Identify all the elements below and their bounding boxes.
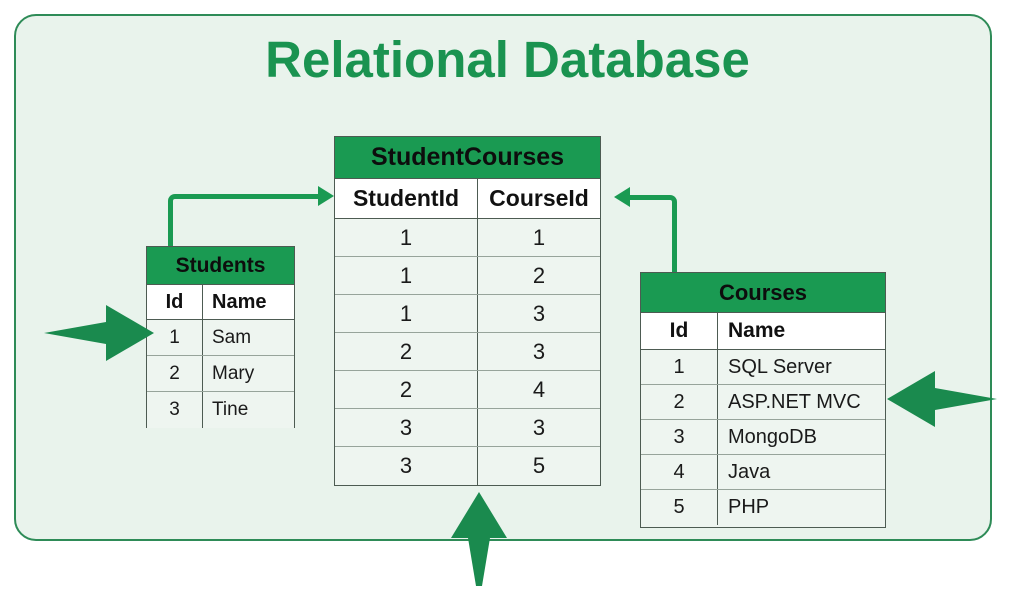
column-header-id: Id xyxy=(641,313,718,349)
cell-name: PHP xyxy=(728,496,770,518)
connector-vertical-segment xyxy=(672,206,677,274)
table-students-title: Students xyxy=(147,247,294,285)
page-title: Relational Database xyxy=(265,31,750,88)
table-studentcourses-header-row: StudentId CourseId xyxy=(335,179,600,219)
column-header-studentid: StudentId xyxy=(335,179,478,218)
callout-arrow-left-icon xyxy=(887,371,997,427)
cell-courseid: 4 xyxy=(532,376,546,402)
cell-courseid: 5 xyxy=(532,453,546,478)
table-row: 1 1 xyxy=(335,219,600,257)
cell-name: SQL Server xyxy=(728,355,832,378)
cell-id: 3 xyxy=(641,420,718,454)
table-row: 3 MongoDB xyxy=(641,420,885,455)
table-row: 2 Mary xyxy=(147,356,294,392)
cell-name: MongoDB xyxy=(728,425,817,448)
connector-corner xyxy=(663,195,677,209)
table-row: 2 ASP.NET MVC xyxy=(641,385,885,420)
cell-id: 4 xyxy=(641,455,718,489)
cell-courseid: 3 xyxy=(532,414,546,440)
cell-courseid: 3 xyxy=(532,300,546,326)
cell-id: 2 xyxy=(147,356,203,391)
cell-courseid: 2 xyxy=(532,262,546,288)
callout-arrow-right-icon xyxy=(44,305,154,361)
table-row: 3 5 xyxy=(335,447,600,485)
cell-name: Tine xyxy=(212,399,249,420)
connector-corner xyxy=(168,194,182,208)
cell-name: Mary xyxy=(212,362,255,384)
column-header-courseid: CourseId xyxy=(489,185,589,211)
callout-arrow-up-icon xyxy=(451,492,507,586)
table-row: 1 Sam xyxy=(147,320,294,356)
table-row: 1 3 xyxy=(335,295,600,333)
table-students: Students Id Name 1 Sam 2 Mary 3 Tine xyxy=(146,246,295,428)
cell-studentid: 1 xyxy=(335,295,478,332)
cell-studentid: 1 xyxy=(335,219,478,256)
cell-courseid: 3 xyxy=(532,338,546,364)
connector-horizontal-segment xyxy=(180,194,319,199)
table-courses-header-row: Id Name xyxy=(641,313,885,350)
table-row: 1 SQL Server xyxy=(641,350,885,385)
cell-name: Sam xyxy=(212,326,252,348)
cell-id: 1 xyxy=(147,320,203,355)
table-row: 1 2 xyxy=(335,257,600,295)
column-header-name: Name xyxy=(728,319,786,342)
table-studentcourses-title: StudentCourses xyxy=(335,137,600,179)
table-row: 3 3 xyxy=(335,409,600,447)
cell-studentid: 3 xyxy=(335,447,478,485)
cell-id: 1 xyxy=(641,350,718,384)
column-header-name: Name xyxy=(212,290,267,313)
cell-id: 2 xyxy=(641,385,718,419)
table-row: 3 Tine xyxy=(147,392,294,428)
cell-courseid: 1 xyxy=(532,224,546,250)
cell-studentid: 2 xyxy=(335,333,478,370)
cell-studentid: 2 xyxy=(335,371,478,408)
table-row: 2 3 xyxy=(335,333,600,371)
table-row: 2 4 xyxy=(335,371,600,409)
column-header-id: Id xyxy=(147,285,203,319)
cell-name: ASP.NET MVC xyxy=(728,390,861,413)
connector-vertical-segment xyxy=(168,205,173,249)
cell-id: 3 xyxy=(147,392,203,428)
table-courses-title: Courses xyxy=(641,273,885,313)
table-row: 4 Java xyxy=(641,455,885,490)
table-students-header-row: Id Name xyxy=(147,285,294,320)
connector-arrowhead-icon xyxy=(318,186,334,206)
connector-horizontal-segment xyxy=(630,195,666,200)
table-courses: Courses Id Name 1 SQL Server 2 ASP.NET M… xyxy=(640,272,886,528)
cell-id: 5 xyxy=(641,490,718,525)
connector-arrowhead-icon xyxy=(614,187,630,207)
table-row: 5 PHP xyxy=(641,490,885,525)
cell-studentid: 3 xyxy=(335,409,478,446)
cell-name: Java xyxy=(728,460,771,483)
cell-studentid: 1 xyxy=(335,257,478,294)
table-studentcourses: StudentCourses StudentId CourseId 1 1 1 … xyxy=(334,136,601,486)
